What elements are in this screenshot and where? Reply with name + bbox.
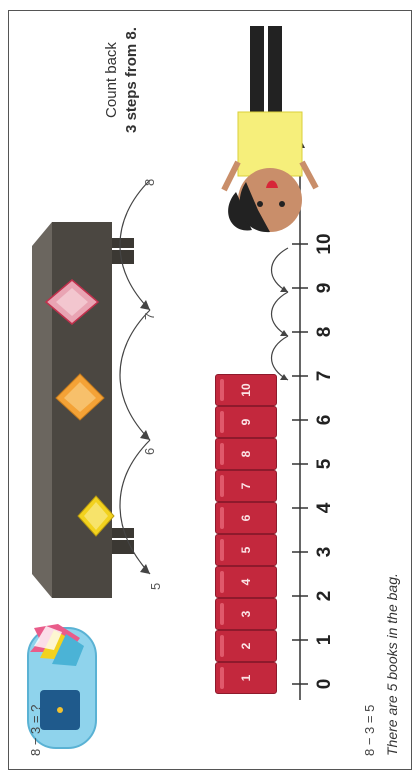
number-label-9: 9: [314, 283, 336, 294]
cube-4: 4: [215, 566, 277, 598]
number-label-7: 7: [314, 371, 336, 382]
jump-label-6: 6: [142, 448, 157, 455]
number-line-hops: [272, 248, 289, 380]
rotated-content: 8 − 3 = ? Count back 3 steps from 8. 5 6…: [10, 10, 414, 770]
cube-1: 1: [215, 662, 277, 694]
number-label-8: 8: [314, 327, 336, 338]
number-label-2: 2: [314, 591, 336, 602]
cube-8: 8: [215, 438, 277, 470]
cube-10: 10: [215, 374, 277, 406]
jump-label-7: 7: [142, 313, 157, 320]
illustration-layer: [10, 10, 414, 770]
cube-5: 5: [215, 534, 277, 566]
answer-equation: 8 − 3 = 5: [362, 705, 377, 756]
number-label-6: 6: [314, 415, 336, 426]
number-label-10: 10: [314, 233, 336, 254]
cube-3: 3: [215, 598, 277, 630]
number-label-3: 3: [314, 547, 336, 558]
number-label-0: 0: [314, 679, 336, 690]
jump-label-8: 8: [142, 179, 157, 186]
question-equation: 8 − 3 = ?: [28, 705, 43, 756]
speech-text: Count back 3 steps from 8.: [102, 20, 142, 140]
cube-2: 2: [215, 630, 277, 662]
cube-9: 9: [215, 406, 277, 438]
child-character: [224, 26, 316, 232]
speech-line-2: 3 steps from 8.: [122, 20, 142, 140]
speech-line-1: Count back: [102, 20, 122, 140]
jump-label-5: 5: [148, 583, 163, 590]
number-label-1: 1: [314, 635, 336, 646]
number-label-5: 5: [314, 459, 336, 470]
cube-6: 6: [215, 502, 277, 534]
cube-7: 7: [215, 470, 277, 502]
caption-text: There are 5 books in the bag.: [384, 573, 400, 756]
number-line-axis: [292, 138, 308, 700]
number-label-4: 4: [314, 503, 336, 514]
